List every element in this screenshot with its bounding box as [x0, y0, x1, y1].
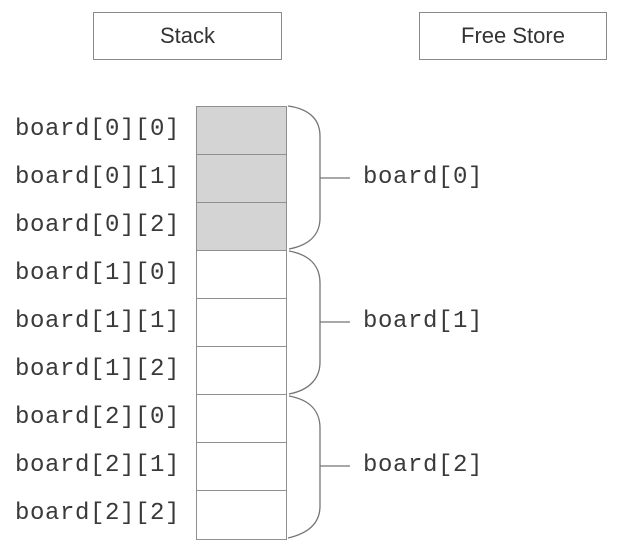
- group-label-board-1: board[1]: [363, 308, 484, 335]
- cell-label-board-1-0: board[1][0]: [15, 260, 181, 287]
- brace-board-0: [287, 105, 321, 250]
- memory-cell: [197, 155, 286, 203]
- memory-cell: [197, 443, 286, 491]
- memory-cell: [197, 107, 286, 155]
- memory-cell: [197, 395, 286, 443]
- cell-label-board-0-0: board[0][0]: [15, 116, 181, 143]
- memory-cell-column: [196, 106, 287, 540]
- memory-cell: [197, 491, 286, 539]
- brace-board-2: [287, 395, 321, 539]
- cell-label-board-2-1: board[2][1]: [15, 452, 181, 479]
- memory-cell: [197, 299, 286, 347]
- cell-label-board-1-2: board[1][2]: [15, 356, 181, 383]
- cell-label-board-0-2: board[0][2]: [15, 212, 181, 239]
- cell-label-board-0-1: board[0][1]: [15, 164, 181, 191]
- memory-cell: [197, 251, 286, 299]
- cell-label-board-1-1: board[1][1]: [15, 308, 181, 335]
- memory-cell: [197, 203, 286, 251]
- cell-label-board-2-2: board[2][2]: [15, 500, 181, 527]
- memory-cell: [197, 347, 286, 395]
- stack-title-box: Stack: [93, 12, 282, 60]
- brace-board-1: [288, 250, 321, 395]
- cell-label-board-2-0: board[2][0]: [15, 404, 181, 431]
- group-label-board-2: board[2]: [363, 452, 484, 479]
- group-label-board-0: board[0]: [363, 164, 484, 191]
- free-store-title-box: Free Store: [419, 12, 607, 60]
